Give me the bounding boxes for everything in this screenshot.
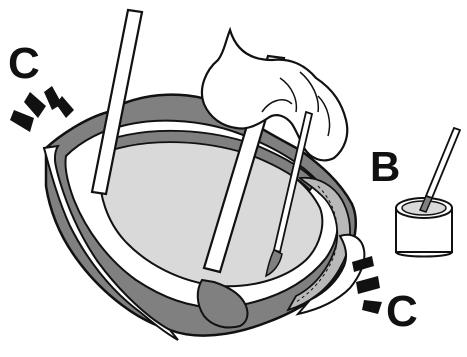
wedge-marks-bottom xyxy=(352,256,382,314)
can-brush xyxy=(426,128,460,198)
callout-b: B xyxy=(370,146,400,188)
callout-c-top: C xyxy=(8,42,40,86)
wedge-marks-top xyxy=(10,86,74,132)
callout-c-bottom: C xyxy=(386,290,418,334)
